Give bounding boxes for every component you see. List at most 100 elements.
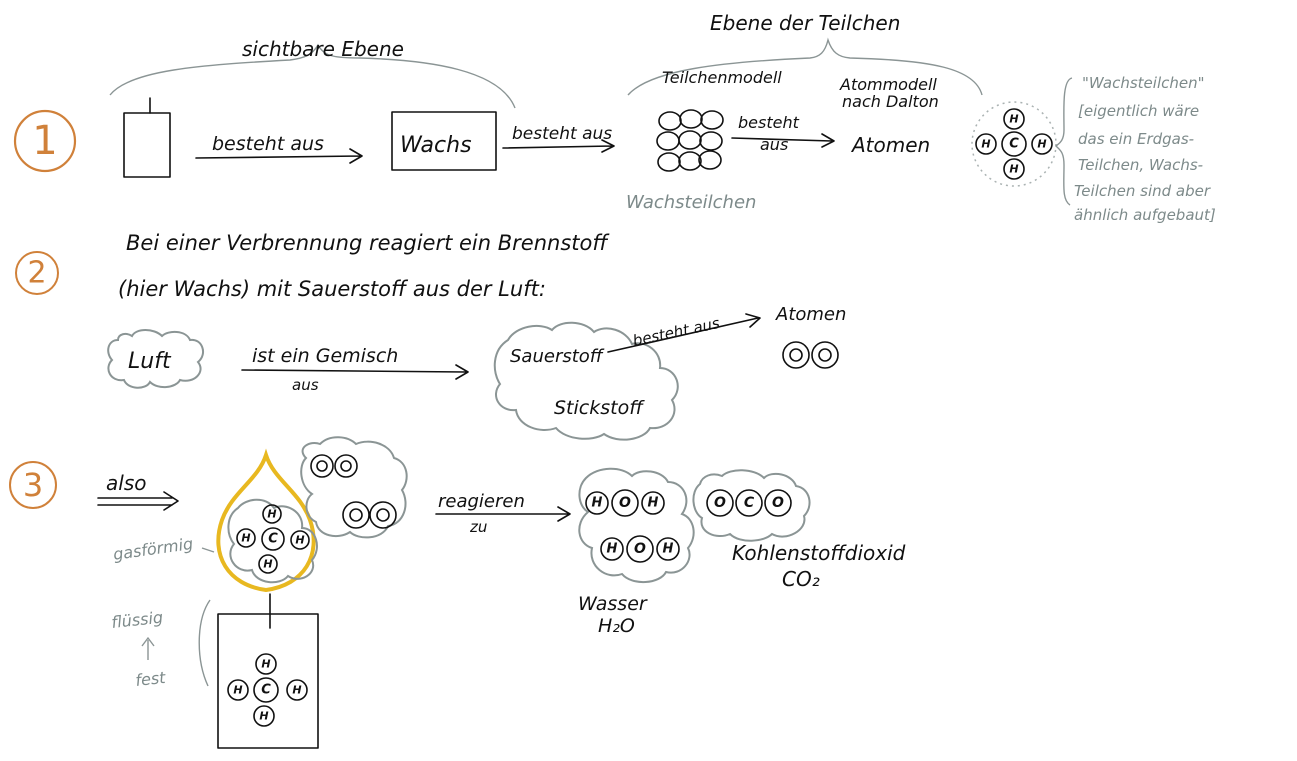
consists-of-label-1: besteht aus [212, 133, 324, 155]
consists-of-label-4: besteht aus [631, 314, 721, 350]
atom-h: H [592, 496, 603, 511]
consists-of-label-3b: aus [760, 135, 788, 154]
water-label: Wasser [578, 593, 648, 615]
step-2-number: 2 [27, 256, 46, 291]
visible-level-label: sichtbare Ebene [242, 37, 404, 61]
co2-cloud [692, 469, 811, 542]
note-bracket [1055, 77, 1073, 206]
solid-to-liquid-arrow [141, 636, 155, 660]
air-cloud [107, 329, 205, 389]
wax-particle-cluster [656, 109, 724, 172]
oxygen-label: Sauerstoff [510, 346, 605, 367]
air-label: Luft [128, 349, 172, 374]
methane-molecule-1: H H H H C [971, 101, 1057, 187]
co2-molecule: O C O [706, 489, 792, 517]
note-line: das ein Erdgas- [1078, 130, 1194, 148]
wax-particle-note: "Wachsteilchen" [eigentlich wäre das ein… [1074, 74, 1216, 224]
solid-label: fest [134, 668, 167, 690]
atom-o: O [634, 541, 646, 557]
mixture-arrow [241, 364, 469, 380]
candle-icon-2 [217, 613, 319, 749]
note-line: Teilchen sind aber [1074, 182, 1211, 200]
consists-of-arrow-2 [502, 139, 615, 153]
oxygen-molecule-1 [782, 341, 839, 369]
methane-molecule-2: H H H H C [236, 504, 310, 574]
note-line: "Wachsteilchen" [1082, 74, 1205, 92]
atom-model-label-1: Atommodell [839, 75, 937, 94]
atom-model-label-2: nach Dalton [842, 92, 939, 111]
consists-of-arrow-4 [607, 313, 761, 353]
particle-level-brace [627, 37, 983, 96]
atom-h: H [1037, 138, 1046, 151]
atom-h: H [607, 542, 618, 557]
atom-h: H [981, 138, 990, 151]
atoms-label-2: Atomen [775, 304, 846, 325]
react-label-zu: zu [469, 518, 487, 536]
candle-pointer-line [198, 599, 211, 687]
atom-o: O [772, 495, 784, 511]
flame-icon [216, 448, 316, 593]
air-components-cloud [493, 321, 679, 441]
oxygen-molecule-2 [310, 454, 358, 478]
atom-c: C [261, 683, 271, 698]
atom-h: H [292, 684, 301, 697]
atom-h: H [648, 496, 659, 511]
wax-particles-label: Wachsteilchen [626, 192, 756, 213]
atom-c: C [744, 495, 755, 511]
particle-level-label: Ebene der Teilchen [710, 11, 900, 35]
atom-o: O [619, 495, 631, 511]
mixture-label-aus: aus [292, 376, 319, 394]
co2-formula-label: CO₂ [782, 567, 820, 591]
candle-icon [123, 112, 171, 178]
water-molecule-1: H O H [585, 489, 665, 517]
combustion-sentence-1: Bei einer Verbrennung reagiert ein Brenn… [126, 231, 610, 255]
step-3-marker: 3 [9, 461, 57, 509]
atom-h: H [261, 658, 270, 671]
implies-arrow [97, 491, 179, 511]
atoms-label-1: Atomen [850, 133, 930, 157]
wax-label: Wachs [400, 133, 472, 158]
water-molecule-2: H O H [600, 535, 680, 563]
atom-h: H [263, 558, 272, 571]
liquid-label: flüssig [110, 608, 163, 632]
atom-h: H [267, 508, 276, 521]
note-line: ähnlich aufgebaut] [1074, 206, 1216, 224]
atom-h: H [259, 710, 268, 723]
particle-model-label: Teilchenmodell [662, 68, 782, 87]
co2-name-label: Kohlenstoffdioxid [732, 541, 906, 565]
wax-box [391, 111, 497, 171]
react-arrow [435, 506, 571, 522]
step-1-marker: 1 [13, 109, 77, 173]
note-line: Teilchen, Wachs- [1078, 156, 1203, 174]
atom-h: H [663, 542, 674, 557]
mixture-label: ist ein Gemisch [252, 345, 398, 367]
combustion-sentence-2: (hier Wachs) mit Sauerstoff aus der Luft… [118, 277, 546, 301]
atom-h: H [1009, 163, 1018, 176]
consists-of-arrow-3 [731, 133, 835, 148]
step-1-number: 1 [32, 118, 57, 164]
step-3-number: 3 [23, 466, 43, 504]
water-formula: H₂O [598, 615, 635, 637]
step-2-marker: 2 [15, 251, 59, 295]
gas-pointer-line [201, 547, 215, 553]
atom-h: H [1009, 113, 1018, 126]
nitrogen-label: Stickstoff [554, 397, 645, 419]
consists-of-label-2: besteht aus [512, 124, 612, 144]
atom-o: O [714, 495, 726, 511]
atom-h: H [295, 534, 304, 547]
atom-h: H [233, 684, 242, 697]
atom-h: H [241, 532, 250, 545]
oxygen-cloud [300, 436, 408, 539]
atom-c: C [268, 532, 278, 547]
react-label: reagieren [438, 491, 525, 512]
gaseous-label: gasförmig [112, 534, 194, 564]
note-line: [eigentlich wäre [1078, 102, 1199, 120]
consists-of-label-3a: besteht [738, 113, 800, 132]
visible-level-brace [109, 43, 516, 109]
water-cloud [578, 467, 695, 583]
consists-of-arrow-1 [195, 148, 363, 164]
so-label: also [106, 471, 146, 495]
oxygen-molecule-3 [342, 501, 397, 529]
